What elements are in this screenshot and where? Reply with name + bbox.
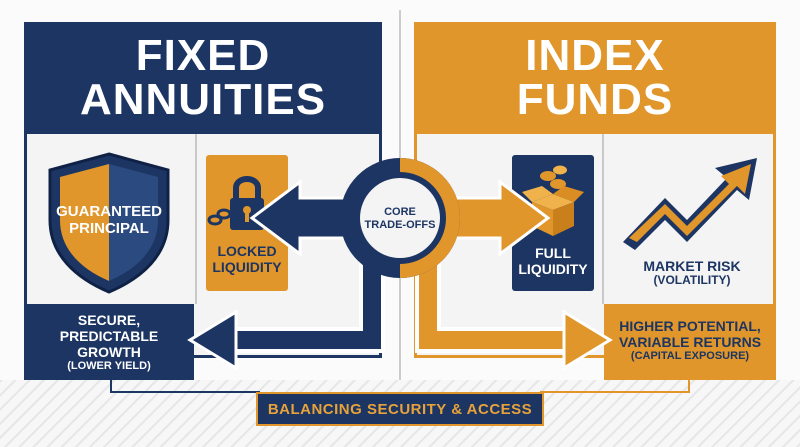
shield-label-line2: PRINCIPAL bbox=[69, 220, 149, 238]
left-header: FIXED ANNUITIES bbox=[24, 22, 382, 134]
u-turn-arrow-right-icon bbox=[415, 250, 613, 371]
double-arrow-icon bbox=[249, 179, 551, 257]
banner-line-left bbox=[110, 391, 260, 393]
left-outcome-line3: GROWTH bbox=[77, 344, 141, 361]
shield-label: GUARANTEED PRINCIPAL bbox=[50, 203, 168, 238]
right-divider bbox=[602, 134, 604, 304]
core-hub bbox=[340, 158, 460, 278]
market-risk-label: MARKET RISK (VOLATILITY) bbox=[612, 258, 772, 288]
market-risk-line1: MARKET RISK bbox=[643, 258, 741, 274]
core-hub-label: CORE TRADE-OFFS bbox=[358, 206, 442, 231]
core-hub-line1: CORE bbox=[384, 206, 416, 218]
shield-label-line1: GUARANTEED bbox=[56, 203, 162, 220]
left-title-line1: FIXED bbox=[135, 31, 271, 80]
left-title-line2: ANNUITIES bbox=[79, 75, 327, 124]
right-outcome-line1: HIGHER POTENTIAL, bbox=[619, 318, 761, 334]
core-hub-line2: TRADE-OFFS bbox=[364, 218, 436, 231]
shield-icon bbox=[48, 152, 170, 294]
footer-banner: BALANCING SECURITY & ACCESS bbox=[256, 392, 544, 426]
right-outcome-line3: (CAPITAL EXPOSURE) bbox=[630, 350, 750, 363]
right-outcome-box bbox=[604, 304, 776, 380]
footer-banner-text: BALANCING SECURITY & ACCESS bbox=[267, 400, 533, 418]
rising-zigzag-arrow-icon bbox=[623, 158, 757, 250]
left-outcome-line4: (LOWER YIELD) bbox=[67, 360, 151, 373]
left-outcome-line1: SECURE, bbox=[77, 312, 141, 328]
right-outcome-line2: VARIABLE RETURNS bbox=[618, 334, 762, 351]
left-outcome-line2: PREDICTABLE bbox=[59, 328, 159, 345]
full-liquidity-line1: FULL bbox=[535, 245, 571, 261]
u-turn-arrow-left-icon bbox=[187, 250, 385, 371]
right-title-line2: FUNDS bbox=[516, 75, 674, 124]
banner-line-right bbox=[540, 391, 690, 393]
locked-liquidity-line2: LIQUIDITY bbox=[212, 259, 282, 276]
locked-liquidity-label: LOCKED LIQUIDITY bbox=[206, 243, 288, 275]
left-outcome-box bbox=[24, 304, 194, 380]
right-title-line1: INDEX bbox=[525, 31, 665, 80]
banner-tick-left bbox=[110, 380, 112, 392]
right-header: INDEX FUNDS bbox=[414, 22, 776, 134]
market-risk-line2: (VOLATILITY) bbox=[653, 273, 731, 288]
full-liquidity-line2: LIQUIDITY bbox=[518, 261, 588, 278]
full-liquidity-label: FULL LIQUIDITY bbox=[512, 245, 594, 277]
left-divider bbox=[195, 134, 197, 304]
right-outcome-text: HIGHER POTENTIAL, VARIABLE RETURNS (CAPI… bbox=[604, 318, 776, 363]
banner-tick-right bbox=[688, 380, 690, 392]
left-outcome-text: SECURE, PREDICTABLE GROWTH (LOWER YIELD) bbox=[24, 312, 194, 373]
locked-liquidity-line1: LOCKED bbox=[217, 243, 277, 259]
